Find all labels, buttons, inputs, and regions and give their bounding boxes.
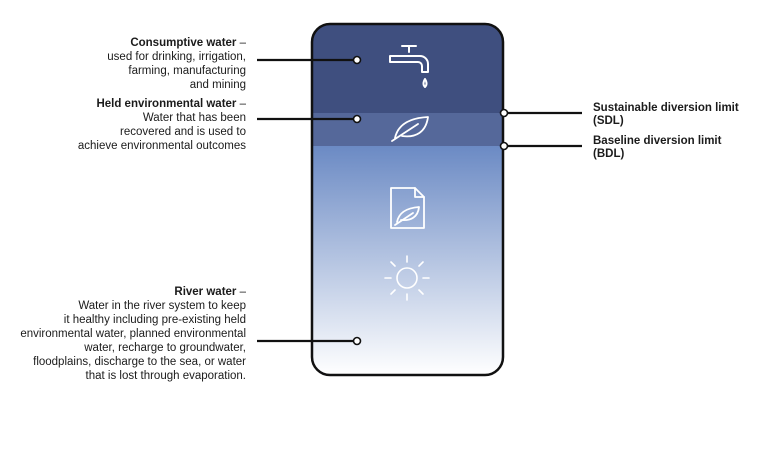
consumptive-water-desc-2: farming, manufacturing (128, 65, 246, 77)
river-water-desc-3: environmental water, planned environment… (20, 328, 246, 340)
held-environmental-water-label: Held environmental water – Water that ha… (0, 97, 246, 153)
sun-icon (384, 255, 430, 301)
consumptive-water-title: Consumptive water (130, 37, 237, 49)
leader-lines-left (257, 55, 362, 346)
consumptive-water-label: Consumptive water – used for drinking, i… (6, 36, 246, 92)
sdl-label: Sustainable diversion limit (SDL) (593, 102, 739, 127)
river-water-desc-6: that is lost through evaporation. (85, 370, 246, 382)
consumptive-water-band (312, 24, 503, 113)
leaf-icon (391, 116, 429, 142)
document-leaf-icon (390, 187, 425, 229)
river-water-desc-5: floodplains, discharge to the sea, or wa… (33, 356, 246, 368)
river-water-desc-2: it healthy including pre-existing held (63, 314, 246, 326)
consumptive-water-desc-1: used for drinking, irrigation, (107, 51, 246, 63)
bdl-label: Baseline diversion limit (BDL) (593, 135, 722, 160)
tap-icon (389, 45, 429, 88)
river-water-title: River water (174, 286, 237, 298)
held-environmental-water-desc-3: achieve environmental outcomes (77, 140, 246, 152)
leader-lines-right (499, 108, 582, 151)
consumptive-water-desc-3: and mining (189, 79, 246, 91)
river-water-desc-4: water, recharge to groundwater, (84, 342, 246, 354)
held-environmental-water-desc-1: Water that has been (142, 112, 246, 124)
held-environmental-water-title: Held environmental water (96, 98, 237, 110)
river-water-desc-1: Water in the river system to keep (78, 300, 246, 312)
river-water-label: River water – Water in the river system … (0, 285, 246, 383)
held-environmental-water-desc-2: recovered and is used to (120, 126, 246, 138)
container-outline (310, 22, 505, 377)
